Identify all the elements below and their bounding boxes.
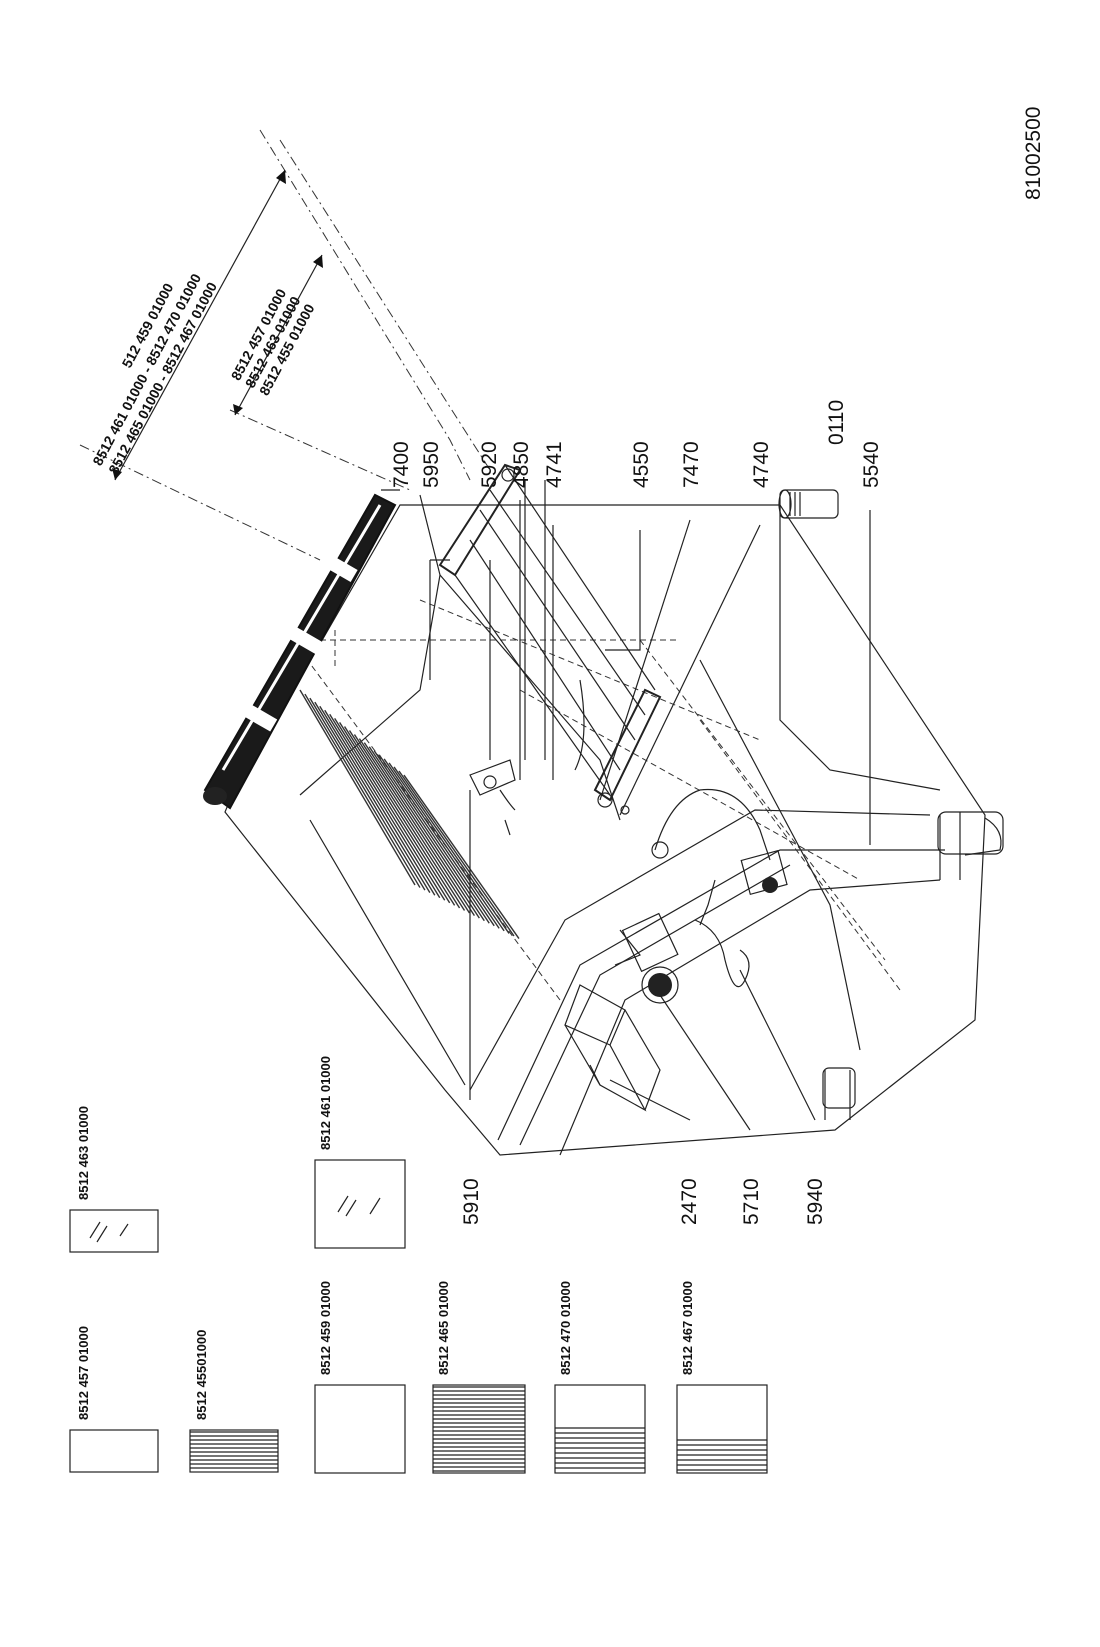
callout-2470: 2470 xyxy=(678,1178,701,1225)
callout-5540: 5540 xyxy=(860,441,883,488)
part-callouts: 7400 5950 5920 4850 4741 4550 7470 4740 … xyxy=(390,107,1045,1225)
part-5910-igniter xyxy=(469,759,516,836)
legend-label-455: 8512 45501000 xyxy=(194,1330,209,1420)
legend-box-465 xyxy=(432,1384,526,1474)
legend-box-461 xyxy=(314,1159,406,1249)
part-5710-valve xyxy=(614,912,679,1004)
dimension-lines xyxy=(79,129,491,561)
legend-label-459: 8512 459 01000 xyxy=(318,1281,333,1375)
legend-label-470: 8512 470 01000 xyxy=(558,1281,573,1375)
callout-5710: 5710 xyxy=(740,1178,763,1225)
legend-label-463: 8512 463 01000 xyxy=(76,1106,91,1200)
part-0110-cylinder xyxy=(778,489,839,519)
callout-4741: 4741 xyxy=(543,441,566,488)
legend-box-467 xyxy=(676,1384,768,1474)
callout-5910: 5910 xyxy=(460,1178,483,1225)
part-5940-thermocouple xyxy=(651,788,771,988)
legend-box-457 xyxy=(69,1429,159,1473)
callout-5920: 5920 xyxy=(478,441,501,488)
dimension-label-inner: 8512 457 01000 8512 463 01000 8512 455 0… xyxy=(228,286,318,398)
components xyxy=(469,489,839,1112)
variant-legend: 8512 457 01000 8512 45501000 8512 459 01… xyxy=(69,1056,768,1474)
callout-0110: 0110 xyxy=(825,400,848,445)
splash-guard xyxy=(203,493,397,810)
dimension-label-outer: 512 459 01000 8512 461 01000 - 8512 470 … xyxy=(89,271,220,477)
callout-5950: 5950 xyxy=(420,441,443,488)
grill-frame xyxy=(438,463,662,815)
leader-lines xyxy=(381,489,871,1131)
callout-4740: 4740 xyxy=(750,441,773,488)
dimension-outer-line2: 8512 461 01000 - 8512 470 01000 xyxy=(89,271,204,468)
callout-4850: 4850 xyxy=(510,441,533,488)
legend-box-463 xyxy=(69,1209,159,1253)
legend-label-461: 8512 461 01000 xyxy=(318,1056,333,1150)
part-5540-control xyxy=(740,849,788,896)
legend-label-465: 8512 465 01000 xyxy=(436,1281,451,1375)
legend-label-467: 8512 467 01000 xyxy=(680,1281,695,1375)
legend-box-455 xyxy=(189,1429,279,1473)
legend-box-470 xyxy=(554,1384,646,1474)
griddle-ribs xyxy=(299,689,520,939)
callout-5940: 5940 xyxy=(804,1178,827,1225)
callout-4550: 4550 xyxy=(630,441,653,488)
part-2470-drawer xyxy=(564,984,661,1112)
legend-label-457: 8512 457 01000 xyxy=(76,1326,91,1420)
callout-7400: 7400 xyxy=(390,441,413,488)
callout-7470: 7470 xyxy=(680,441,703,488)
legend-box-459 xyxy=(314,1384,406,1474)
drawing-number: 81002500 xyxy=(1022,107,1045,200)
